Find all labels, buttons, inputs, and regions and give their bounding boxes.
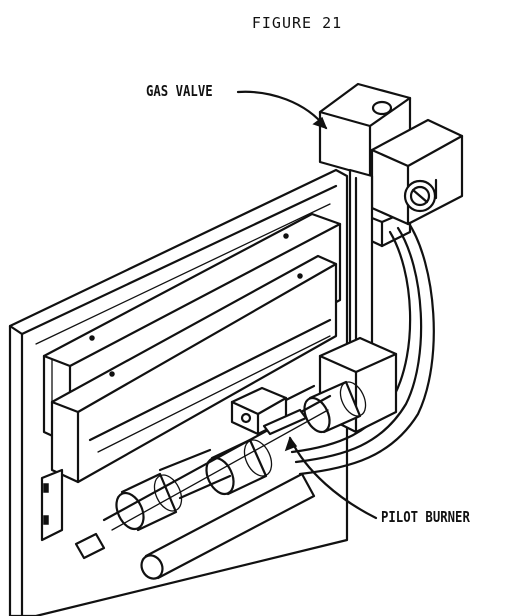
left-clip — [40, 468, 106, 560]
manifold-pipe — [140, 472, 316, 580]
leader-lines — [236, 90, 378, 520]
pilot-burner — [230, 384, 316, 436]
figure-title: FIGURE 21 — [251, 14, 343, 32]
gas-valve-label: GAS VALVE — [146, 82, 213, 100]
pilot-burner-label: PILOT BURNER — [381, 508, 470, 526]
lower-panel — [50, 254, 338, 484]
